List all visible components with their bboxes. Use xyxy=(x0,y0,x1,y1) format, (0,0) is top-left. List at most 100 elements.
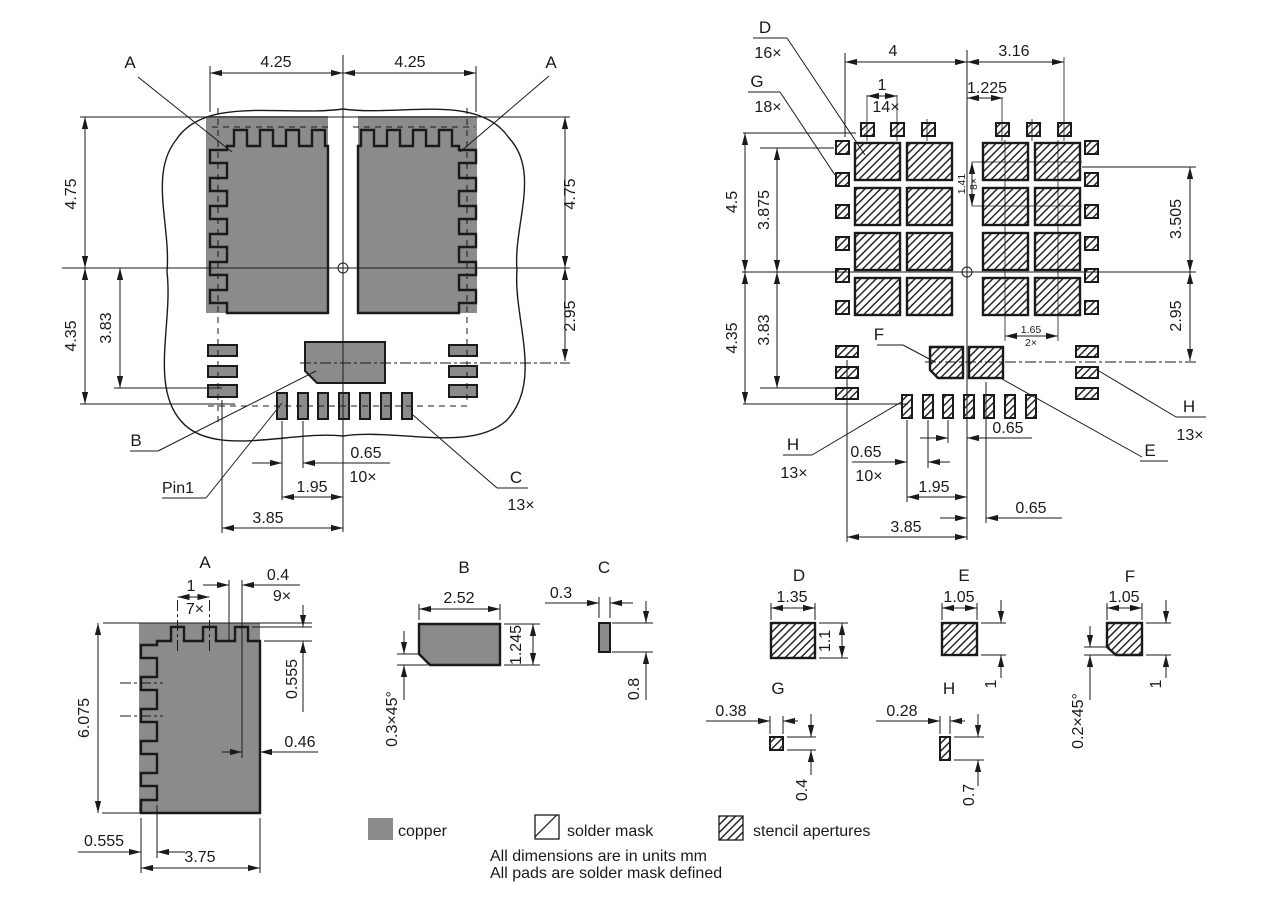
dim-475-right: 4.75 xyxy=(562,178,579,209)
detail-d: D 1.35 1.1 xyxy=(769,566,848,660)
detail-a-dim-0555-bottom: 0.555 xyxy=(84,833,124,850)
dim-4: 4 xyxy=(889,43,898,60)
detail-d-dim-135: 1.35 xyxy=(776,589,807,606)
dim-195: 1.95 xyxy=(918,479,949,496)
solder-mask-hatch xyxy=(161,108,526,442)
detail-f-aperture xyxy=(1105,621,1144,657)
detail-a-callout-right: A xyxy=(545,53,557,72)
dim-165-count: 2× xyxy=(1025,337,1037,349)
detail-a-count-7: 7× xyxy=(186,601,204,618)
dim-383: 3.83 xyxy=(756,314,773,345)
detail-a-dim-375: 3.75 xyxy=(184,849,215,866)
detail-f-lines xyxy=(1084,600,1171,700)
detail-g-count: 18× xyxy=(754,99,781,116)
stencil-aperture-g-squares xyxy=(835,122,1099,315)
detail-f-dim-chamfer: 0.2×45° xyxy=(1070,693,1087,749)
dim-1-count: 14× xyxy=(872,99,899,116)
dim-141: 1.41 xyxy=(956,174,968,195)
side-pads-right xyxy=(448,344,478,398)
detail-b-dim-252: 2.52 xyxy=(443,590,474,607)
detail-h-lines xyxy=(876,714,984,786)
land-pattern-view: A A 4.25 4.25 4.75 4.35 3.83 4.75 2.95 B… xyxy=(62,53,579,533)
stencil-aperture-d-squares xyxy=(853,141,1082,317)
detail-h-dim-07: 0.7 xyxy=(961,784,978,806)
dim-385: 3.85 xyxy=(890,519,921,536)
copper-legend-label: copper xyxy=(398,823,448,840)
detail-e-lines xyxy=(941,600,1006,678)
detail-b-dim-chamfer: 0.3×45° xyxy=(384,691,401,747)
detail-e: E 1.05 1 xyxy=(940,566,1006,688)
detail-h-dim-028: 0.28 xyxy=(886,703,917,720)
dim-295: 2.95 xyxy=(1168,300,1185,331)
detail-c-dim-03: 0.3 xyxy=(550,585,572,602)
detail-a-dim-6075: 6.075 xyxy=(76,698,93,738)
stencil-view-labels: D 16× G 18× 4 3.16 1 14× 1.225 4.5 3.875… xyxy=(724,18,1204,536)
stencil-view: D 16× G 18× 4 3.16 1 14× 1.225 4.5 3.875… xyxy=(724,18,1206,542)
copper-swatch xyxy=(368,818,393,840)
copper-pad-right xyxy=(356,128,478,315)
detail-a-dim-0555-right: 0.555 xyxy=(284,659,301,699)
detail-g-aperture xyxy=(769,736,784,751)
detail-b-pad xyxy=(417,622,502,667)
detail-c-dim-08: 0.8 xyxy=(626,678,643,700)
detail-a-dim-046: 0.46 xyxy=(284,734,315,751)
note-units: All dimensions are in units mm xyxy=(490,848,707,865)
detail-d-title: D xyxy=(793,566,805,585)
detail-b-lines xyxy=(397,604,540,700)
detail-d-lines xyxy=(770,603,848,659)
detail-a-count-9: 9× xyxy=(273,588,291,605)
origin-crosshair xyxy=(961,266,973,278)
detail-a-pad xyxy=(139,625,262,815)
dim-435: 4.35 xyxy=(63,320,80,351)
note-mask-defined: All pads are solder mask defined xyxy=(490,865,722,882)
origin-crosshair xyxy=(337,262,349,274)
detail-d-callout: D xyxy=(759,18,771,37)
detail-d-aperture xyxy=(769,621,817,660)
dim-195: 1.95 xyxy=(296,479,327,496)
detail-f-dim-105: 1.05 xyxy=(1108,589,1139,606)
dim-475-left: 4.75 xyxy=(63,178,80,209)
dim-165: 1.65 xyxy=(1021,324,1042,336)
dim-1225: 1.225 xyxy=(967,80,1007,97)
dim-065-pitch: 0.65 xyxy=(850,444,881,461)
detail-h-title: H xyxy=(943,679,955,698)
detail-g-dim-038: 0.38 xyxy=(715,703,746,720)
detail-h-count-right: 13× xyxy=(1176,427,1203,444)
stencil-view-lines xyxy=(741,37,1206,542)
legend: copper solder mask stencil apertures All… xyxy=(368,814,870,882)
dim-065: 0.65 xyxy=(350,445,381,462)
detail-e-dim-105: 1.05 xyxy=(943,589,974,606)
detail-f-callout: F xyxy=(874,325,884,344)
detail-a-dim-1: 1 xyxy=(187,578,196,595)
dim-065-count: 10× xyxy=(855,468,882,485)
detail-b: B 2.52 1.245 0.3×45° xyxy=(384,558,540,747)
detail-a: A 1 7× 0.4 9× 0.555 0.46 6.075 0.555 3.7… xyxy=(76,553,318,873)
dim-425-left: 4.25 xyxy=(260,54,291,71)
pin1-label: Pin1 xyxy=(162,480,194,497)
detail-h-callout-right: H xyxy=(1183,397,1195,416)
detail-g: G 0.38 0.4 xyxy=(706,679,816,801)
detail-c: C 0.3 0.8 xyxy=(545,558,653,700)
dim-425-right: 4.25 xyxy=(394,54,425,71)
detail-f: F 1.05 1 0.2×45° xyxy=(1070,567,1171,749)
detail-a-lines xyxy=(78,580,318,873)
dim-065-count: 10× xyxy=(349,469,376,486)
detail-a-title: A xyxy=(199,553,211,572)
dim-141-count: 8× xyxy=(968,178,980,190)
dim-1: 1 xyxy=(878,77,887,94)
detail-h-count-left: 13× xyxy=(780,465,807,482)
detail-e-callout: E xyxy=(1144,441,1155,460)
dim-435: 4.35 xyxy=(724,322,741,353)
dim-295: 2.95 xyxy=(562,300,579,331)
solder-mask-legend-label: solder mask xyxy=(567,823,654,840)
dim-385: 3.85 xyxy=(252,510,283,527)
detail-c-pad xyxy=(598,622,611,653)
detail-b-callout: B xyxy=(130,431,141,450)
detail-b-dim-1245: 1.245 xyxy=(508,625,525,665)
dim-3505: 3.505 xyxy=(1168,199,1185,239)
detail-c-title: C xyxy=(598,558,610,577)
dim-316: 3.16 xyxy=(998,43,1029,60)
detail-h-callout-left: H xyxy=(787,435,799,454)
solder-mask-swatch xyxy=(534,814,560,840)
